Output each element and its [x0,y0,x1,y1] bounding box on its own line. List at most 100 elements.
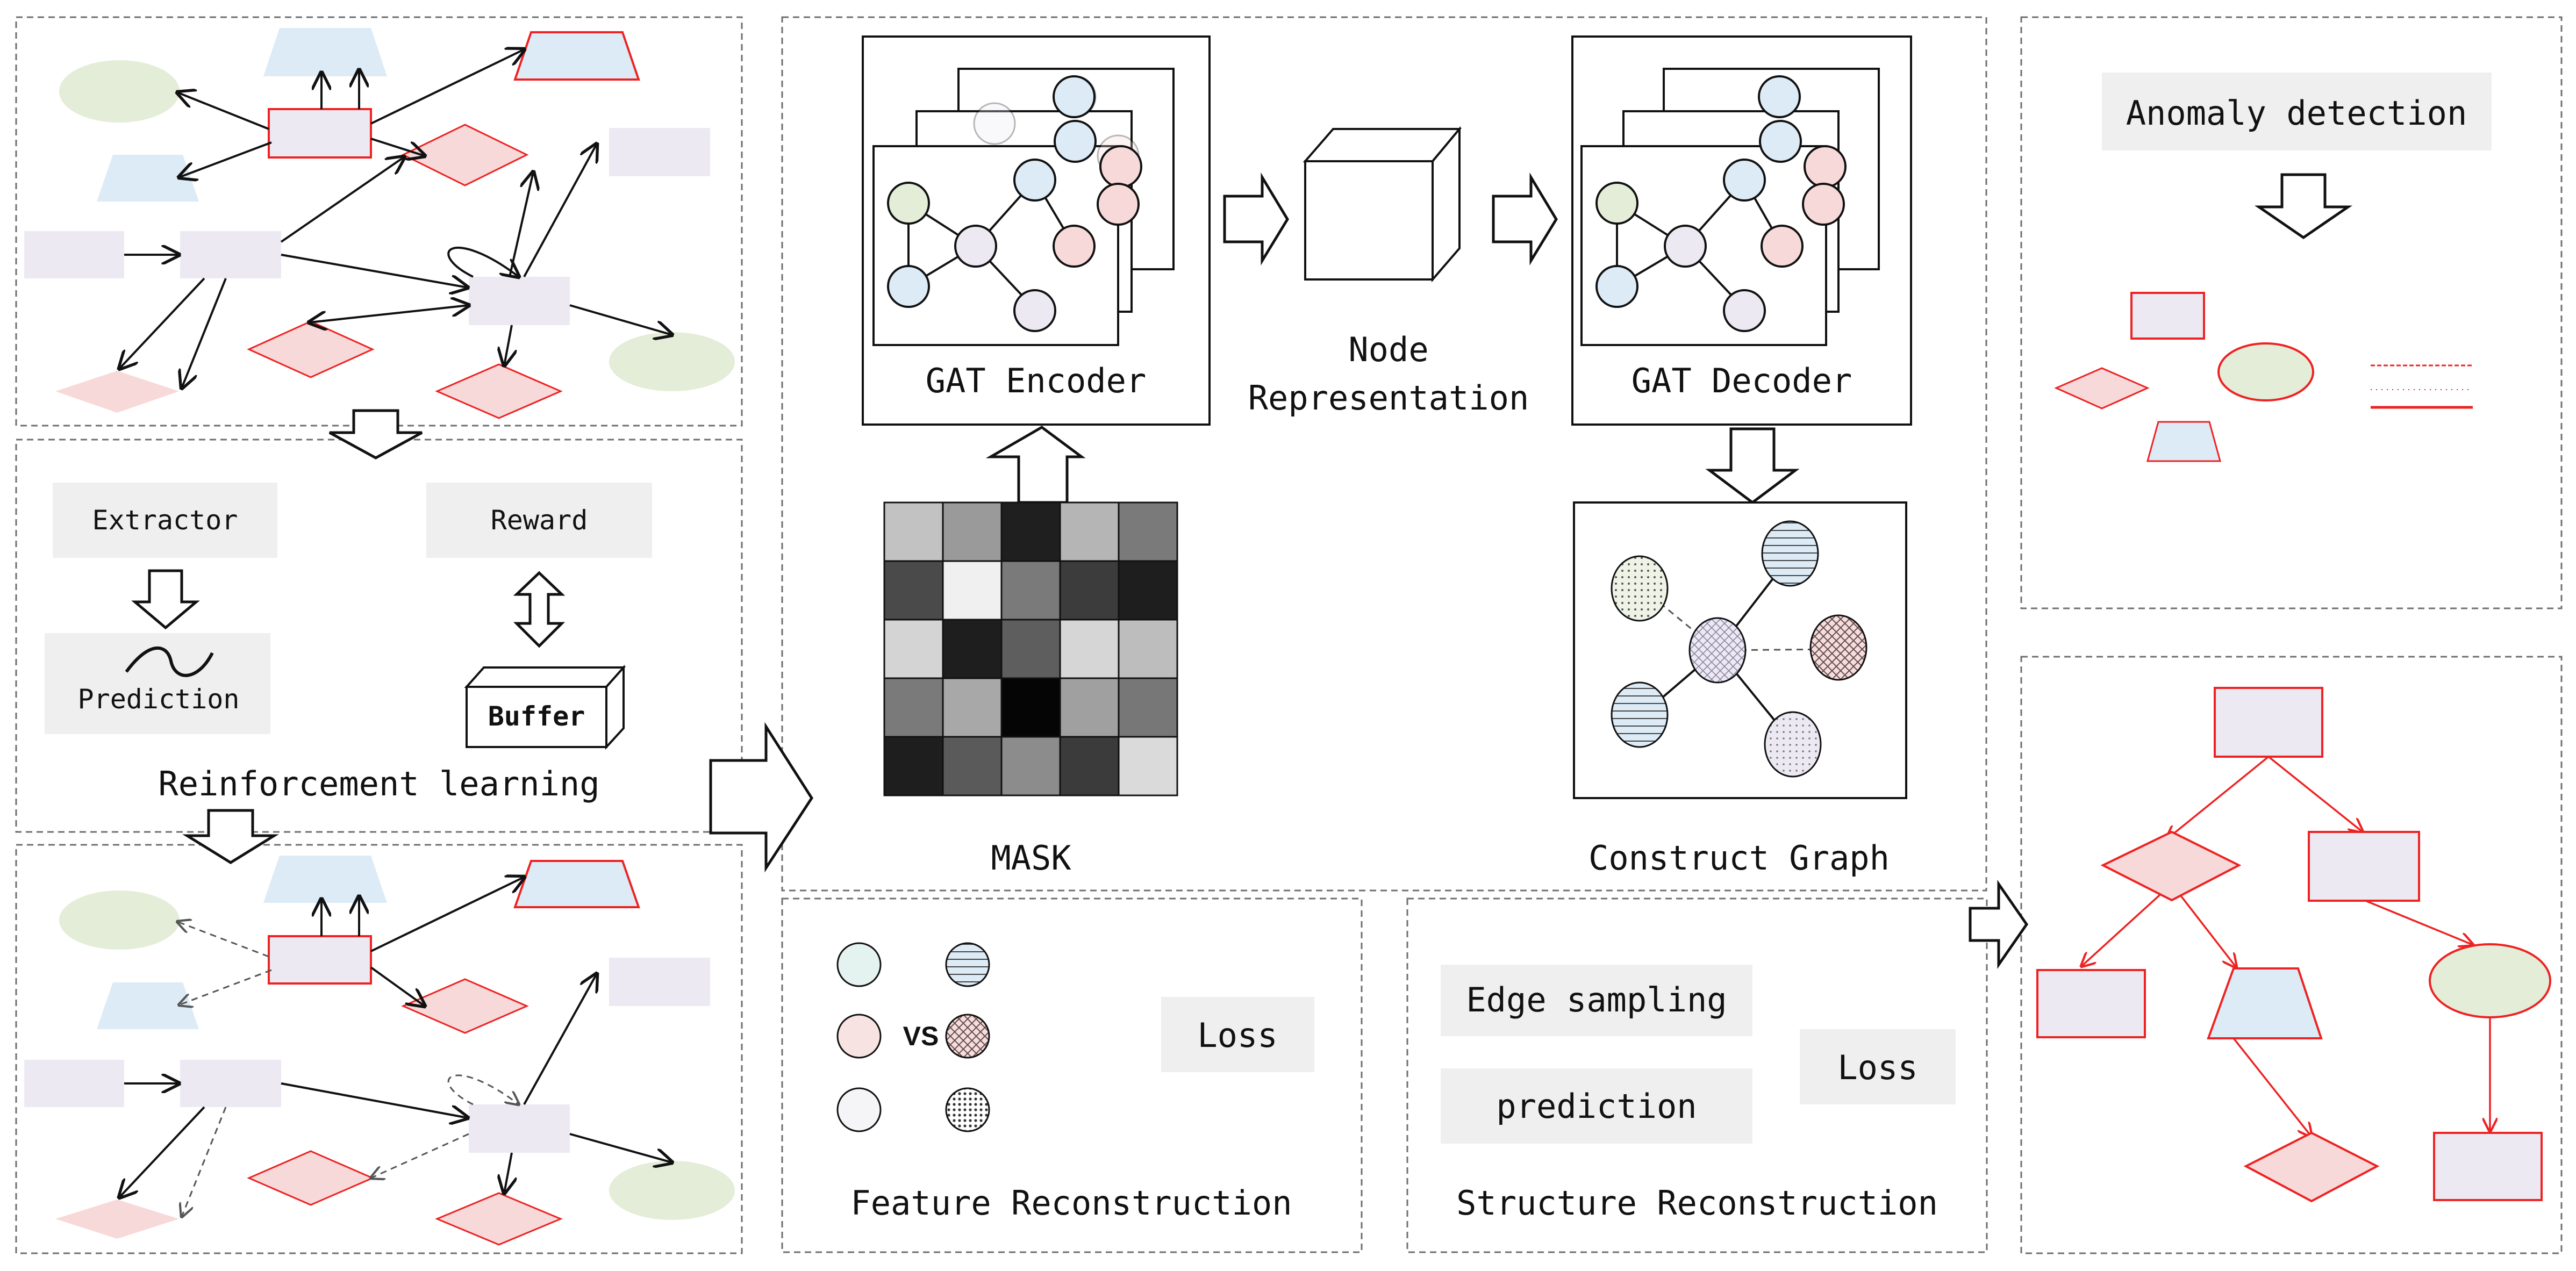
mask-cell [942,677,1003,738]
gat-encoder-label: GAT Encoder [926,361,1147,400]
anomaly-rect [2130,292,2205,340]
node-trapezoid [263,856,387,903]
node-rect [609,958,710,1006]
mask-matrix [883,501,1178,796]
node-rect [609,128,710,176]
prediction-struct-label: prediction [1496,1087,1697,1126]
tree-node-rect [2036,969,2146,1038]
down-arrow-icon [1705,427,1800,505]
mask-cell [1000,560,1061,621]
reward-label: Reward [491,505,588,536]
extractor-box [53,483,277,558]
prediction-box [1441,1068,1752,1144]
rl-module: Extractor Reward Prediction Buffer Reinf… [45,483,652,803]
tree-node-ellipse [2429,943,2551,1018]
node-diamond-anomaly [247,320,375,378]
node-representation-cube [1303,126,1462,283]
mask-cell [883,736,944,796]
down-arrow-icon [328,409,423,459]
prediction-box [45,633,270,734]
node-trapezoid [263,28,387,76]
anomaly-detection: Anomaly detection [2054,73,2492,462]
buffer-cube-icon [464,664,626,750]
edge-sampling-label: Edge sampling [1466,980,1727,1019]
feature-node [836,942,882,987]
node-rect [180,1060,281,1107]
mask-cell [1118,677,1178,738]
mask-cell [942,736,1003,796]
node-representation-label-1: Node [1348,330,1428,369]
wave-icon [125,646,214,677]
mask-cell [1118,560,1178,621]
node-diamond-anomaly [401,978,529,1034]
tree-node-diamond [2100,830,2242,902]
anomaly-tree [2036,687,2551,1203]
mask-cell [883,501,944,562]
panel-feature-reconstruction [781,897,1363,1253]
down-arrow-icon [2254,173,2353,240]
node-rect-anomaly [268,108,372,159]
node-diamond-anomaly [247,1150,375,1206]
mask-cell [1000,619,1061,679]
node-rect [24,1060,124,1107]
mask-cell [1059,619,1120,679]
reward-box [426,483,652,558]
loss-feature-box [1161,997,1314,1072]
mask-cell [1059,501,1120,562]
mask-cell [883,619,944,679]
right-arrow-icon [1492,173,1558,265]
node-trapezoid [97,155,199,202]
mask-cell [1118,501,1178,562]
node-diamond [55,1200,179,1239]
mask-cell [942,501,1003,562]
mask-cell [1000,501,1061,562]
pruned-graph [24,856,735,1246]
edge-sampling-box [1441,965,1752,1036]
raw-graph [24,28,735,419]
loss-feature-label: Loss [1197,1016,1277,1055]
anomaly-detection-box [2102,73,2492,150]
vs-label: VS [903,1021,939,1051]
anomaly-detection-label: Anomaly detection [2126,94,2467,133]
tree-node-rect [2214,687,2323,758]
dotted-node [1764,711,1822,778]
dotted-node [1611,555,1669,622]
node-rect [24,231,124,278]
extractor-label: Extractor [92,505,238,536]
crosshatch-node [1809,614,1867,681]
rl-title: Reinforcement learning [158,764,599,803]
mask-cell [883,560,944,621]
down-arrow-icon [182,809,279,864]
mask-cell [942,619,1003,679]
prediction-rl-label: Prediction [77,684,239,715]
mask-cell [942,560,1003,621]
construct-graph-label: Construct Graph [1588,838,1890,878]
mask-cell [1059,677,1120,738]
tree-node-trapezoid [2207,967,2323,1039]
feature-reconstruction-label: Feature Reconstruction [850,1183,1292,1223]
bidirectional-arrow-icon [513,571,566,648]
node-diamond-anomaly [435,363,563,419]
panel-anomaly-detection [2020,16,2563,609]
node-trapezoid-anomaly [513,860,640,908]
node-ellipse [59,60,180,123]
tree-node-rect [2308,831,2420,902]
tree-node-rect [2433,1132,2543,1201]
node-rect [469,1104,570,1153]
node-diamond-anomaly [435,1192,563,1246]
anomaly-diamond [2054,367,2150,410]
buffer-label: Buffer [488,701,585,732]
loss-structure-label: Loss [1837,1048,1917,1087]
crosshatch-node [1688,617,1747,684]
mask-label: MASK [991,838,1071,878]
node-ellipse [609,332,735,391]
construct-graph [1573,501,1907,799]
panel-gat-autoencoder [781,16,1987,892]
mask-cell [1118,619,1178,679]
up-arrow-icon [985,426,1086,504]
node-trapezoid [97,982,199,1029]
node-ellipse [59,891,180,950]
loss-structure-box [1800,1029,1956,1104]
mask-cell [1118,736,1178,796]
